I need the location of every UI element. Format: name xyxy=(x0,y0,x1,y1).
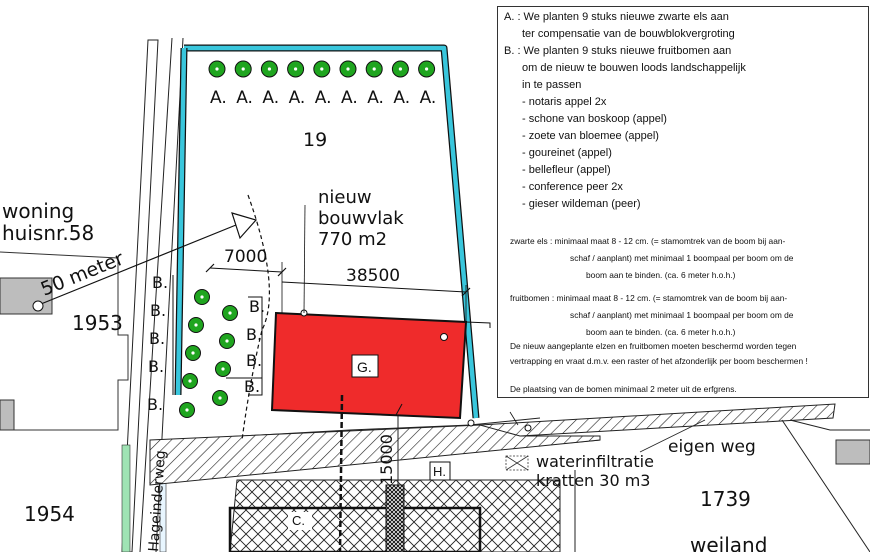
road-edge-right xyxy=(139,37,173,552)
note-b-line-1: B. : We planten 9 stuks nieuwe fruitbome… xyxy=(504,45,732,57)
tree-icon xyxy=(260,60,278,78)
label-a: A. xyxy=(393,88,410,108)
tree-icon xyxy=(179,402,195,418)
label-b: B. xyxy=(246,325,262,344)
tree-icon xyxy=(391,60,409,78)
note-item: - goureinet (appel) xyxy=(522,147,612,159)
label-bouwvlak: bouwvlak xyxy=(318,208,404,229)
hedge-left xyxy=(175,47,187,396)
label-b: B. xyxy=(246,351,262,370)
label-g: G. xyxy=(357,359,372,375)
building-g-label-box xyxy=(351,354,379,378)
label-c: C. xyxy=(292,513,305,528)
parcel-line xyxy=(0,251,129,431)
water-crate-icon xyxy=(505,455,529,471)
label-a: A. xyxy=(367,88,384,108)
distance-note: De plaatsing van de bomen minimaal 2 met… xyxy=(510,384,737,394)
label-a: A. xyxy=(210,88,227,108)
label-b: B. xyxy=(147,395,163,414)
label-nieuw: nieuw xyxy=(318,187,372,208)
road-name: Hageinderweg xyxy=(146,450,169,552)
tree-icon xyxy=(194,289,210,305)
protection-note-1: De nieuw aangeplante elzen en fruitbomen… xyxy=(510,341,797,351)
label-b: B. xyxy=(150,301,166,320)
label-eigen-weg: eigen weg xyxy=(668,437,756,457)
note-item: - notaris appel 2x xyxy=(522,96,607,108)
tree-icon xyxy=(287,60,305,78)
label-a: A. xyxy=(420,88,437,108)
dimension-38500: 38500 xyxy=(346,266,400,286)
protection-note-2: vertrapping en vraat d.m.v. een raster o… xyxy=(510,356,808,366)
fruit-spec-3: boom aan te binden. (ca. 6 meter h.o.h.) xyxy=(586,327,736,337)
label-huisnr: huisnr.58 xyxy=(2,221,94,245)
tree-row-a xyxy=(208,60,436,78)
building-c xyxy=(228,506,482,552)
fruit-spec-2: schaf / aanplant) met minimaal 1 boompaa… xyxy=(570,310,794,320)
label-weiland: weiland xyxy=(690,533,767,552)
note-item: - bellefleur (appel) xyxy=(522,164,611,176)
label-1954: 1954 xyxy=(24,502,75,526)
note-a-line-1: A. : We planten 9 stuks nieuwe zwarte el… xyxy=(504,11,729,23)
tree-group-b xyxy=(179,289,238,418)
label-b: B. xyxy=(149,329,165,348)
tree-icon xyxy=(219,333,235,349)
label-a: A. xyxy=(289,88,306,108)
ditch xyxy=(121,444,131,552)
els-spec-1: zwarte els : minimaal maat 8 - 12 cm. (=… xyxy=(510,236,786,246)
tree-icon xyxy=(365,60,383,78)
neighbour-building xyxy=(0,277,53,315)
label-b: B. xyxy=(244,377,260,396)
arrow-icon xyxy=(231,212,258,240)
label-area: 770 m2 xyxy=(318,229,387,250)
label-kratten: kratten 30 m3 xyxy=(536,471,650,490)
dimension-15000: 15000 xyxy=(377,434,396,485)
label-a: A. xyxy=(236,88,253,108)
label-plot-19: 19 xyxy=(303,129,327,151)
hedge xyxy=(184,45,479,419)
planting-notes: A. : We planten 9 stuks nieuwe zwarte el… xyxy=(497,6,869,398)
distance-line xyxy=(35,224,237,307)
tree-icon xyxy=(418,60,436,78)
tree-icon xyxy=(222,305,238,321)
label-a: A. xyxy=(262,88,279,108)
note-item: - conference peer 2x xyxy=(522,181,623,193)
tree-icon xyxy=(208,60,226,78)
label-a: A. xyxy=(315,88,332,108)
note-b-line-3: in te passen xyxy=(522,79,582,91)
tree-icon xyxy=(212,390,228,406)
label-b: B. xyxy=(152,273,168,292)
label-b-col: B. B. B. B. B. B. B. B. B. xyxy=(147,273,265,414)
dimension-7000: 7000 xyxy=(224,247,267,267)
label-b: B. xyxy=(249,297,265,316)
label-1953: 1953 xyxy=(72,311,123,335)
neighbour-building-small xyxy=(0,399,15,431)
els-spec-3: boom aan te binden. (ca. 6 meter h.o.h.) xyxy=(586,270,736,280)
label-a: A. xyxy=(341,88,358,108)
els-spec-2: schaf / aanplant) met minimaal 1 boompaa… xyxy=(570,253,794,263)
tree-icon xyxy=(215,361,231,377)
tree-icon xyxy=(188,317,204,333)
road-edge xyxy=(121,39,159,552)
note-a-line-2: ter compensatie van de bouwblokvergrotin… xyxy=(522,28,735,40)
tree-icon xyxy=(339,60,357,78)
tree-icon xyxy=(185,345,201,361)
note-item: - schone van boskoop (appel) xyxy=(522,113,667,125)
label-a-row: A. A. A. A. A. A. A. A. A. xyxy=(210,88,436,108)
label-h: H. xyxy=(433,464,446,479)
note-item: - gieser wildeman (peer) xyxy=(522,198,641,210)
note-b-line-2: om de nieuw te bouwen loods landschappel… xyxy=(522,62,746,74)
tree-icon xyxy=(313,60,331,78)
label-1739: 1739 xyxy=(700,487,751,511)
fruit-spec-1: fruitbomen : minimaal maat 8 - 12 cm. (=… xyxy=(510,293,788,303)
note-item: - zoete van bloemee (appel) xyxy=(522,130,659,142)
label-waterinfiltratie: waterinfiltratie xyxy=(536,452,654,471)
tree-icon xyxy=(182,373,198,389)
tree-icon xyxy=(234,60,252,78)
distance-arc xyxy=(241,194,270,441)
label-b: B. xyxy=(148,357,164,376)
label-woning: woning xyxy=(2,199,74,223)
